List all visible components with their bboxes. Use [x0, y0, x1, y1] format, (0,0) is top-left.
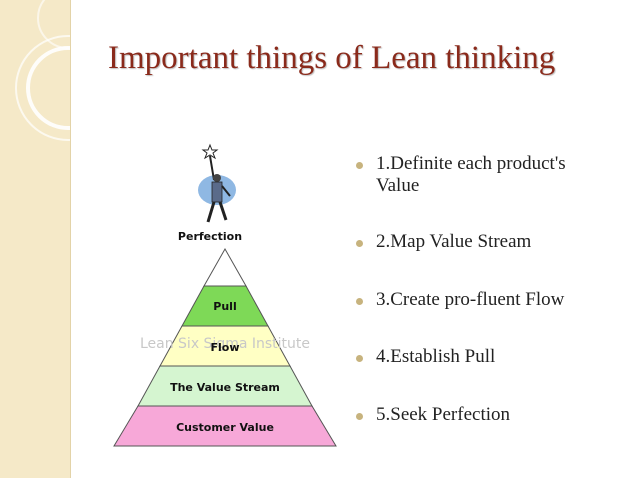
bullet-text: 1.Definite each product's	[376, 153, 566, 174]
decorative-circles	[15, 0, 70, 141]
bullet-text: 2.Map Value Stream	[376, 231, 532, 252]
bullet-text-continued: Value	[376, 175, 420, 196]
pyramid-label-customer-value: Customer Value	[176, 421, 274, 434]
bullet-item: 2.Map Value Stream	[356, 231, 628, 253]
bullet-dot-icon	[356, 355, 363, 362]
pyramid-level-customer-value	[113, 405, 337, 447]
bullet-dot-icon	[356, 298, 363, 305]
pyramid-label-flow: Flow	[210, 341, 239, 354]
lean-pyramid: Perfection Pull Lean Six Sigma Institute…	[113, 143, 337, 447]
bullet-dot-icon	[356, 413, 363, 420]
bullet-item: 3.Create pro-fluent Flow	[356, 289, 628, 311]
bullet-text: 3.Create pro-fluent Flow	[376, 289, 565, 310]
pyramid-top-label: Perfection	[178, 230, 242, 243]
bullet-text: 4.Establish Pull	[376, 346, 496, 367]
bullet-dot-icon	[356, 162, 363, 169]
bullet-item: 5.Seek Perfection	[356, 404, 628, 426]
slide-title: Important things of Lean thinking	[108, 40, 556, 76]
bullet-item: 1.Definite each product's Value	[356, 153, 628, 197]
pyramid-label-value-stream: The Value Stream	[170, 381, 280, 394]
bullet-list: 1.Definite each product's Value 2.Map Va…	[356, 153, 628, 426]
figure-holding-star-icon	[198, 143, 236, 223]
pyramid-apex	[203, 247, 247, 287]
bullet-item: 4.Establish Pull	[356, 346, 628, 368]
pyramid-label-pull: Pull	[213, 300, 236, 313]
bullet-text: 5.Seek Perfection	[376, 404, 511, 425]
bullet-dot-icon	[356, 240, 363, 247]
side-band	[0, 0, 71, 478]
watermark-text: Lean Six Sigma Institute	[140, 336, 310, 352]
